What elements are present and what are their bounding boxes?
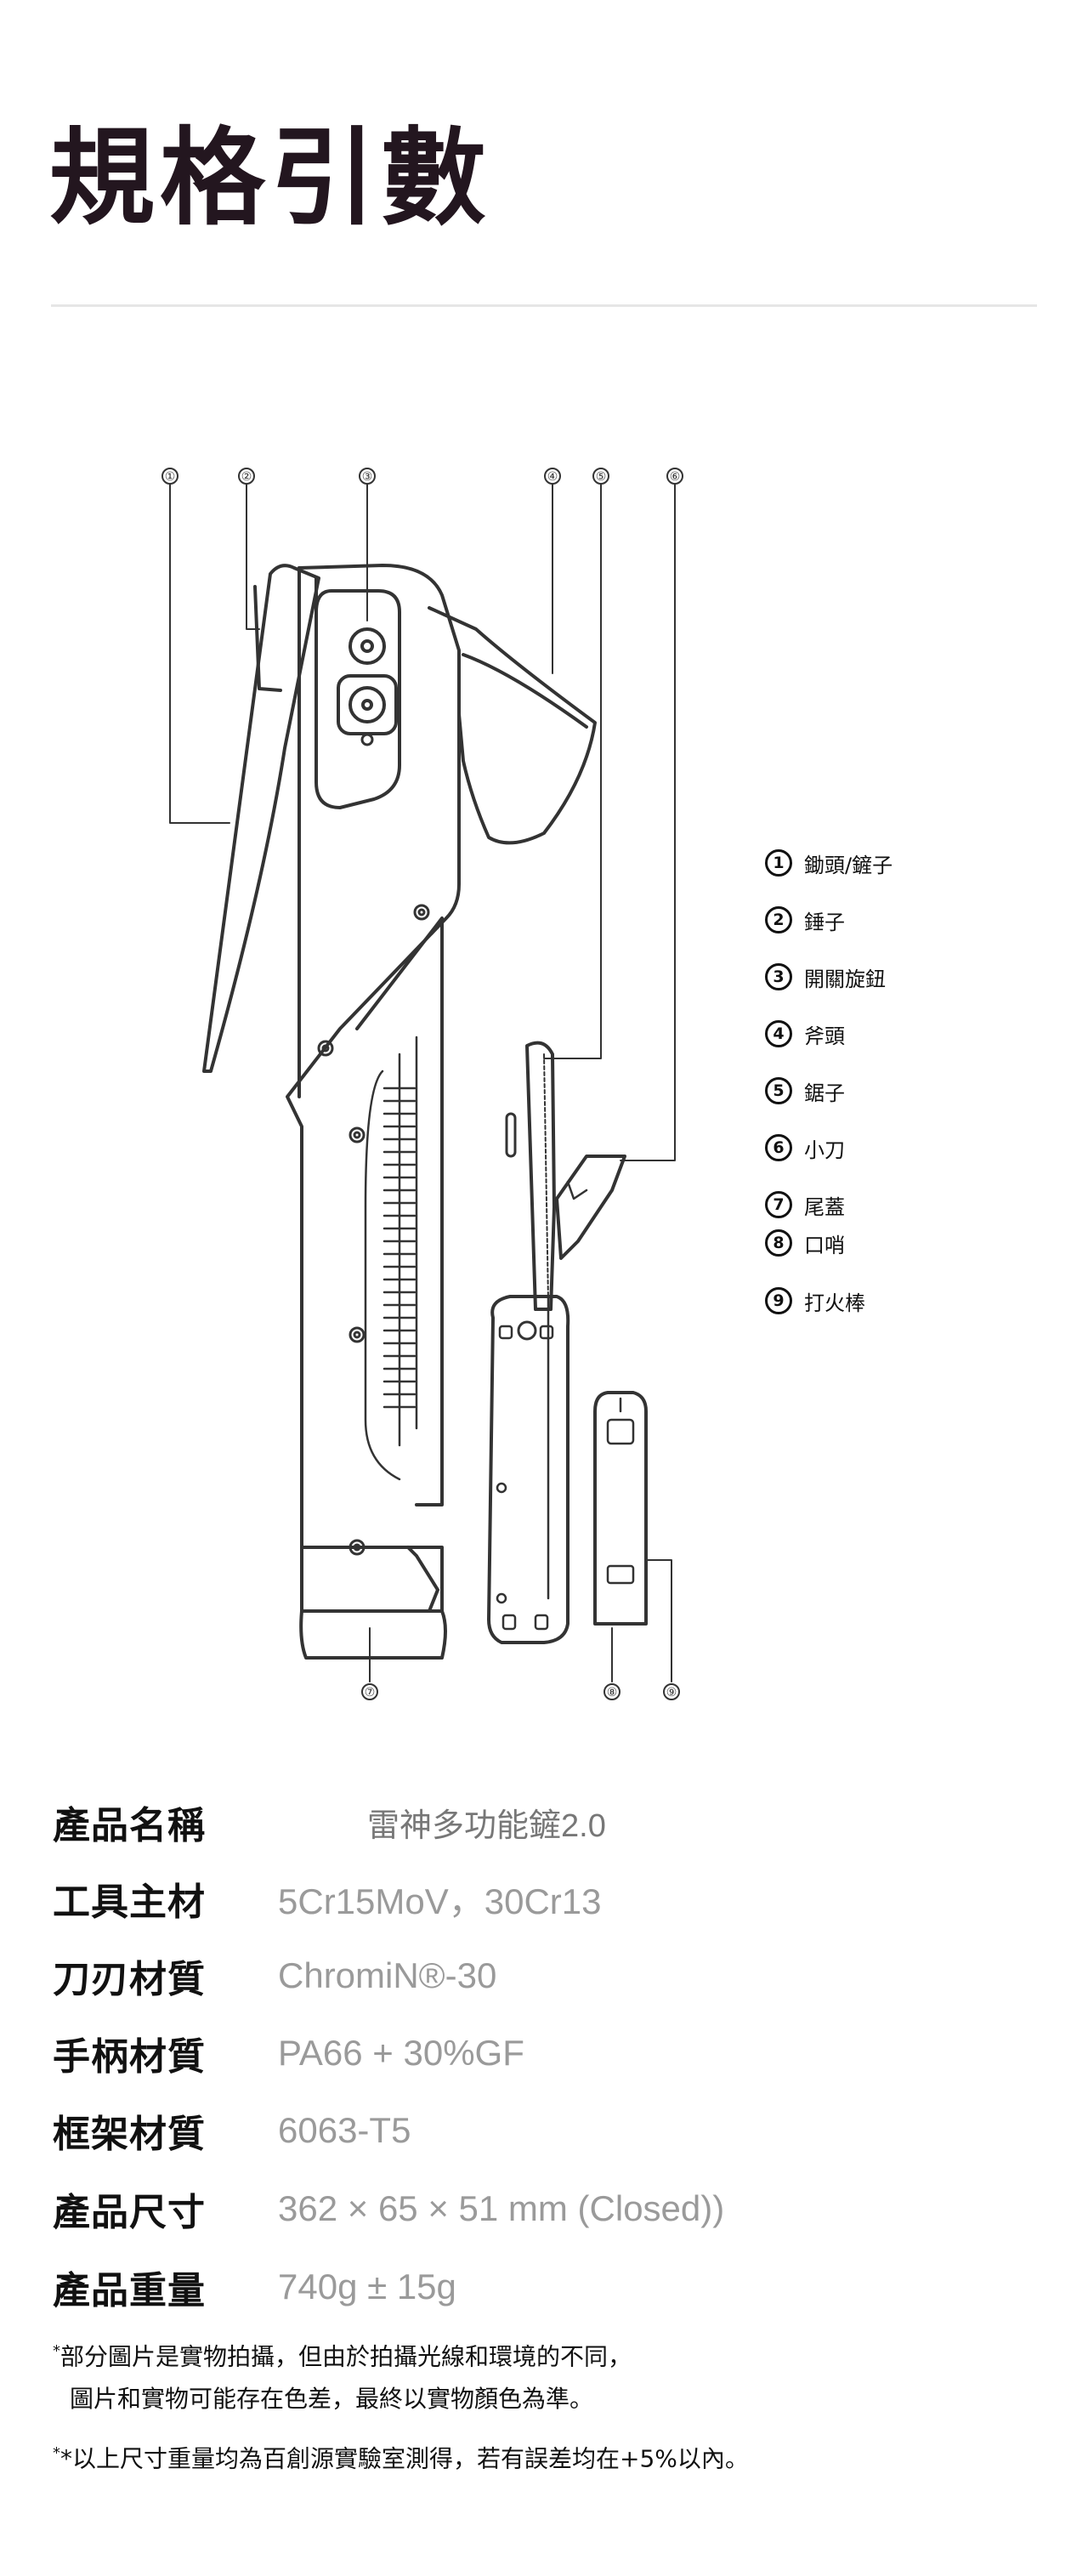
callout-1-text: ① — [165, 470, 176, 484]
svg-text:⑤: ⑤ — [596, 470, 607, 484]
legend-item: 6 小刀 — [765, 1131, 845, 1165]
footnote-mark: * — [53, 2444, 60, 2462]
legend-item: 4 斧頭 — [765, 1017, 845, 1051]
main-handle — [286, 564, 461, 1613]
svg-text:⑦: ⑦ — [365, 1686, 376, 1699]
shovel-blade-icon — [202, 564, 320, 1073]
legend-label: 鋤頭/鏟子 — [804, 853, 893, 877]
legend-label: 小刀 — [804, 1138, 845, 1162]
legend-item: 5 鋸子 — [765, 1074, 845, 1108]
legend-number: 3 — [765, 963, 792, 990]
svg-text:②: ② — [241, 470, 252, 484]
callout-2: ② — [238, 468, 255, 485]
callout-6: ⑥ — [666, 468, 683, 485]
legend-number: 1 — [765, 849, 792, 877]
legend-number: 5 — [765, 1077, 792, 1104]
callout-9: ⑨ — [663, 1683, 680, 1700]
spec-row-frame-material: 框架材質 6063-T5 — [53, 2101, 1039, 2160]
title-divider — [51, 304, 1037, 307]
legend-number: 8 — [765, 1229, 792, 1257]
footnote-mark: * — [53, 2342, 60, 2360]
spec-row-blade-material: 刀刃材質 ChromiN®-30 — [53, 1946, 1039, 2006]
spec-row-main-material: 工具主材 5Cr15MoV，30Cr13 — [53, 1869, 1039, 1928]
footnote-text: *以上尺寸重量均為百創源實驗室測得，若有誤差均在+5%以內。 — [60, 2444, 749, 2473]
svg-text:⑥: ⑥ — [670, 470, 681, 484]
legend-label: 鋸子 — [804, 1081, 845, 1105]
saw-icon — [525, 1041, 556, 1311]
legend-label: 開關旋鈕 — [804, 967, 886, 991]
spec-value: 362 × 65 × 51 mm (Closed)) — [278, 2188, 725, 2228]
legend-label: 打火棒 — [804, 1291, 865, 1315]
callout-8: ⑧ — [604, 1683, 620, 1700]
spec-row-name: 產品名稱 雷神多功能鏟2.0 — [53, 1792, 1039, 1852]
legend-number: 2 — [765, 906, 792, 933]
svg-text:⑨: ⑨ — [666, 1686, 677, 1699]
spec-key: 刀刃材質 — [53, 1958, 206, 2001]
legend-item: 2 錘子 — [765, 903, 845, 937]
legend-number: 7 — [765, 1191, 792, 1218]
legend-item: 1 鋤頭/鏟子 — [765, 846, 892, 880]
spec-value: 5Cr15MoV，30Cr13 — [278, 1881, 602, 1921]
footnote-1-line-1: *部分圖片是實物拍攝，但由於拍攝光線和環境的不同， — [53, 2342, 632, 2371]
legend-number: 6 — [765, 1134, 792, 1161]
footnote-2: **以上尺寸重量均為百創源實驗室測得，若有誤差均在+5%以內。 — [53, 2444, 749, 2473]
callout-5: ⑤ — [592, 468, 609, 485]
spec-value: 6063-T5 — [278, 2110, 411, 2150]
spec-key: 產品尺寸 — [53, 2191, 206, 2234]
spec-key: 產品重量 — [53, 2269, 206, 2312]
footnote-1-line-2: 圖片和實物可能存在色差，最終以實物顏色為準。 — [70, 2385, 594, 2413]
spec-key: 產品名稱 — [53, 1804, 206, 1847]
spec-key: 工具主材 — [53, 1881, 206, 1924]
legend-label: 錘子 — [804, 910, 845, 934]
spec-value: 雷神多功能鏟2.0 — [367, 1807, 606, 1844]
callout-7: ⑦ — [361, 1683, 378, 1700]
svg-text:⑧: ⑧ — [607, 1686, 618, 1699]
spec-row-handle-material: 手柄材質 PA66 + 30%GF — [53, 2023, 1039, 2083]
product-diagram: ① ② ③ ④ ⑤ ⑥ ⑦ — [0, 442, 1088, 1700]
spec-value: 740g ± 15g — [278, 2267, 456, 2306]
callout-4: ④ — [544, 468, 561, 485]
svg-text:③: ③ — [362, 470, 373, 484]
legend-item: 7 尾蓋 — [765, 1188, 845, 1222]
legend-label: 口哨 — [804, 1233, 845, 1257]
legend-item: 3 開關旋鈕 — [765, 960, 886, 994]
spec-key: 手柄材質 — [53, 2035, 206, 2079]
legend-item: 8 口哨 — [765, 1226, 845, 1260]
spec-value: PA66 + 30%GF — [278, 2033, 524, 2073]
legend-number: 9 — [765, 1287, 792, 1314]
legend-label: 尾蓋 — [804, 1194, 845, 1219]
knife-icon — [555, 1155, 626, 1260]
callout-1: ① — [162, 468, 178, 485]
multitool-handle — [487, 1295, 570, 1644]
spec-row-weight: 產品重量 740g ± 15g — [53, 2257, 1039, 2317]
page-title: 規格引數 — [49, 117, 492, 240]
svg-text:④: ④ — [547, 470, 558, 484]
legend-item: 9 打火棒 — [765, 1284, 865, 1318]
spec-value: ChromiN®-30 — [278, 1955, 497, 1995]
grip-ridges — [364, 1036, 418, 1481]
spec-row-size: 產品尺寸 362 × 65 × 51 mm (Closed)) — [53, 2179, 1039, 2238]
fire-starter-icon — [593, 1391, 648, 1626]
legend-label: 斧頭 — [804, 1024, 845, 1048]
callout-3: ③ — [359, 468, 376, 485]
legend-number: 4 — [765, 1020, 792, 1047]
tail-cap — [299, 1609, 447, 1660]
footnote-text: 部分圖片是實物拍攝，但由於拍攝光線和環境的不同， — [60, 2342, 632, 2371]
axe-icon — [428, 606, 597, 845]
spec-key: 框架材質 — [53, 2113, 206, 2156]
